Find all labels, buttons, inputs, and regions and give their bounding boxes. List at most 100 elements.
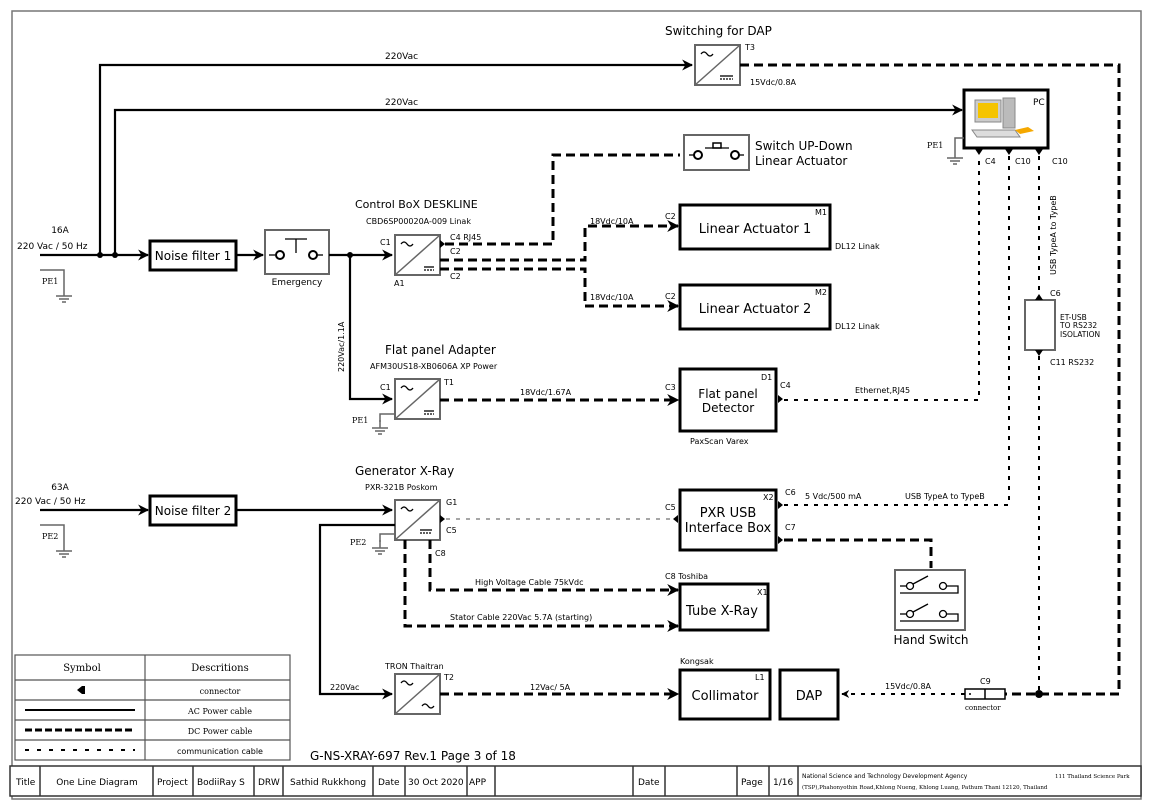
svg-text:M1: M1 xyxy=(815,208,827,217)
svg-text:C1: C1 xyxy=(380,238,391,247)
svg-text:TO RS232: TO RS232 xyxy=(1059,321,1097,330)
svg-text:C5: C5 xyxy=(665,503,676,512)
svg-text:L1: L1 xyxy=(755,673,765,682)
svg-text:Ethernet,RJ45: Ethernet,RJ45 xyxy=(855,386,910,395)
svg-text:DL12 Linak: DL12 Linak xyxy=(835,322,880,331)
dc-line-dap-supply xyxy=(740,63,1121,696)
svg-text:Descritions: Descritions xyxy=(191,663,248,674)
svg-text:Page: Page xyxy=(741,778,763,788)
svg-text:PE1: PE1 xyxy=(927,141,943,150)
svg-text:C2: C2 xyxy=(450,247,461,256)
svg-text:AC Power cable: AC Power cable xyxy=(187,707,252,716)
title-block: Title One Line Diagram Project BodiiRay … xyxy=(9,765,1142,797)
ac-label-top: 220Vac xyxy=(385,52,418,62)
svg-text:D1: D1 xyxy=(761,373,772,382)
pxr-usb-interface-box: PXR USB Interface Box X2 C5 C6 C7 5 Vdc/… xyxy=(665,488,985,552)
dc-line-to-actuator-1 xyxy=(440,220,680,262)
svg-text:National Science and Technolog: National Science and Technology Developm… xyxy=(802,773,968,780)
svg-text:C9: C9 xyxy=(980,677,991,686)
switch-up-down: Switch UP-Down Linear Actuator xyxy=(683,134,853,171)
svg-text:APP: APP xyxy=(469,778,487,788)
svg-text:ET-USB: ET-USB xyxy=(1060,313,1087,322)
control-box-title: Control BoX DESKLINE xyxy=(355,198,478,211)
ac-label-adapter: 220Vac/1.1A xyxy=(337,321,346,372)
svg-text:Title: Title xyxy=(15,778,36,788)
ethernet-line xyxy=(784,160,980,401)
supply-1: 16A 220 Vac / 50 Hz PE1 xyxy=(17,226,150,303)
svg-text:Date: Date xyxy=(378,778,400,788)
svg-text:(TSP),Phahonyothin Road,Khlong: (TSP),Phahonyothin Road,Khlong Nueng, Kh… xyxy=(802,784,1048,791)
connector-icon xyxy=(77,686,85,694)
noise-filter-1-label: Noise filter 1 xyxy=(155,249,231,263)
connector-icon xyxy=(440,515,445,523)
ac-label-pc: 220Vac xyxy=(385,98,418,108)
svg-text:A1: A1 xyxy=(394,279,405,288)
svg-text:TRON Thaitran: TRON Thaitran xyxy=(384,662,444,671)
dc-line-to-switch xyxy=(445,153,680,246)
svg-text:DAP: DAP xyxy=(796,689,823,704)
pc: PC PE1 C4 C10 C10 xyxy=(927,88,1068,166)
svg-text:Date: Date xyxy=(638,778,660,788)
ac-line-to-switching xyxy=(98,59,694,255)
svg-text:AFM30US18-XB0606A XP Power: AFM30US18-XB0606A XP Power xyxy=(370,362,498,371)
supply-2: 63A 220 Vac / 50 Hz PE2 xyxy=(15,483,150,558)
control-box-model: CBD6SP00020A-009 Linak xyxy=(366,217,471,226)
et-usb-isolator: C6 ET-USB TO RS232 ISOLATION C11 RS232 xyxy=(1024,289,1100,367)
stator-cable xyxy=(403,540,680,632)
document-id: G-NS-XRAY-697 Rev.1 Page 3 of 18 xyxy=(310,749,516,763)
svg-text:30 Oct 2020: 30 Oct 2020 xyxy=(408,778,464,788)
ac-line-to-tron xyxy=(318,523,395,700)
legend-table: Symbol Descritions connector AC Power ca… xyxy=(14,654,291,761)
svg-text:DRW: DRW xyxy=(258,778,280,788)
generator-x-ray: Generator X-Ray PXR-321B Poskom G1 C5 C8… xyxy=(350,464,457,558)
hv-cable xyxy=(428,540,680,596)
svg-text:63A: 63A xyxy=(51,483,69,493)
switching-for-dap: Switching for DAP T3 15Vdc/0.8A xyxy=(665,24,797,87)
svg-text:USB TypeA to TypeB: USB TypeA to TypeB xyxy=(905,492,985,501)
ground-icon xyxy=(55,287,73,303)
svg-text:Linear Actuator: Linear Actuator xyxy=(755,154,847,168)
svg-text:C7: C7 xyxy=(785,523,796,532)
svg-text:X1: X1 xyxy=(757,588,768,597)
svg-text:C8 Toshiba: C8 Toshiba xyxy=(665,572,708,581)
svg-text:111 Thailand Science Park: 111 Thailand Science Park xyxy=(1055,774,1130,780)
svg-text:connector: connector xyxy=(965,704,1001,712)
svg-text:PE2: PE2 xyxy=(350,538,366,547)
svg-text:communication cable: communication cable xyxy=(177,747,263,756)
svg-text:Project: Project xyxy=(157,778,188,788)
emergency-switch: Emergency xyxy=(264,229,330,288)
svg-text:Flat panel: Flat panel xyxy=(698,387,757,401)
svg-text:Switch UP-Down: Switch UP-Down xyxy=(755,139,853,153)
connector-icon xyxy=(440,240,445,248)
linear-actuator-2: Linear Actuator 2 M2 C2 DL12 Linak xyxy=(665,283,880,331)
emergency-label: Emergency xyxy=(272,278,323,288)
connector-icon xyxy=(778,395,783,403)
svg-text:C5: C5 xyxy=(446,526,457,535)
svg-text:PXR-321B Poskom: PXR-321B Poskom xyxy=(365,483,438,492)
svg-text:Interface Box: Interface Box xyxy=(685,521,772,536)
svg-text:Kongsak: Kongsak xyxy=(680,657,714,666)
svg-text:Hand Switch: Hand Switch xyxy=(893,633,968,647)
svg-text:C1: C1 xyxy=(380,383,391,392)
dc-line-to-actuator-2 xyxy=(440,267,680,312)
svg-text:X2: X2 xyxy=(763,493,774,502)
svg-text:Flat panel Adapter: Flat panel Adapter xyxy=(385,343,496,357)
collimator: Collimator L1 Kongsak xyxy=(678,657,772,721)
supply-1-voltage: 220 Vac / 50 Hz xyxy=(17,242,88,252)
svg-text:18Vdc/1.67A: 18Vdc/1.67A xyxy=(520,388,572,397)
hand-switch-line xyxy=(784,538,933,568)
svg-text:USB TypeA to TypeB: USB TypeA to TypeB xyxy=(1049,195,1058,275)
supply-1-pe: PE1 xyxy=(42,277,58,286)
svg-text:C3: C3 xyxy=(665,383,676,392)
svg-text:BodiiRay S: BodiiRay S xyxy=(197,778,245,788)
connector-c9: C9 connector xyxy=(964,677,1006,712)
svg-text:PE2: PE2 xyxy=(42,532,58,541)
supply-1-current: 16A xyxy=(51,226,69,236)
svg-text:220 Vac / 50 Hz: 220 Vac / 50 Hz xyxy=(15,497,86,507)
svg-text:DC Power cable: DC Power cable xyxy=(188,727,253,736)
svg-text:18Vdc/10A: 18Vdc/10A xyxy=(590,293,634,302)
svg-text:One Line Diagram: One Line Diagram xyxy=(56,778,137,788)
svg-text:C2: C2 xyxy=(665,292,676,301)
svg-text:18Vdc/10A: 18Vdc/10A xyxy=(590,217,634,226)
svg-text:15Vdc/0.8A: 15Vdc/0.8A xyxy=(885,682,932,691)
